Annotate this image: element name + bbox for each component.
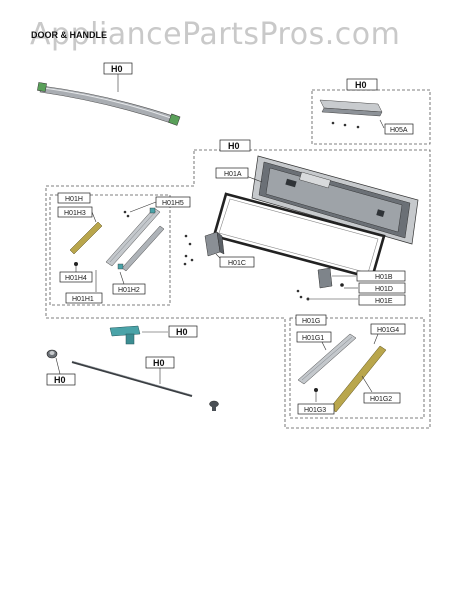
group-h01h xyxy=(49,194,171,306)
label-h0-clip[interactable]: H0 xyxy=(168,325,198,338)
screw-h01h4[interactable] xyxy=(74,262,78,266)
label-h0-rod-text: H0 xyxy=(153,358,165,368)
label-h01h1[interactable]: H01H1 xyxy=(65,292,103,304)
label-h01h3-text: H01H3 xyxy=(64,210,86,217)
tan-rail-h01h3[interactable] xyxy=(69,221,103,255)
label-h01c[interactable]: H01C xyxy=(219,256,255,268)
label-h01h4-text: H01H4 xyxy=(65,275,87,282)
label-h01g[interactable]: H01G xyxy=(295,314,327,326)
cap-part-h05a[interactable] xyxy=(319,99,383,129)
label-h0-main[interactable]: H0 xyxy=(219,139,251,152)
label-h01b[interactable]: H01B xyxy=(356,270,406,282)
rod-part[interactable] xyxy=(71,360,193,397)
label-h01g4[interactable]: H01G4 xyxy=(370,323,406,335)
label-h01h5[interactable]: H01H5 xyxy=(155,196,191,208)
fastener-part[interactable] xyxy=(209,400,219,411)
label-h0-handle[interactable]: H0 xyxy=(103,62,133,75)
label-h01h-text: H01H xyxy=(65,196,83,203)
label-h0-top-right-text: H0 xyxy=(355,80,367,90)
label-h01h3[interactable]: H01H3 xyxy=(57,206,93,218)
bracket-h01c[interactable] xyxy=(183,231,225,266)
label-h01h5-text: H01H5 xyxy=(162,200,184,207)
label-h01g1-text: H01G1 xyxy=(302,335,324,342)
label-h01d-text: H01D xyxy=(375,286,393,293)
screw-h01g3[interactable] xyxy=(314,388,318,392)
slide-rail-h01h2[interactable] xyxy=(105,207,165,272)
label-h05a-text: H05A xyxy=(390,127,408,134)
hinge-bracket-h01b[interactable] xyxy=(296,267,344,301)
label-h0-left[interactable]: H0 xyxy=(46,373,76,386)
label-h01e[interactable]: H01E xyxy=(358,294,406,306)
group-top-right xyxy=(311,89,431,145)
label-h0-rod[interactable]: H0 xyxy=(145,356,175,369)
section-title: DOOR & HANDLE xyxy=(31,30,107,40)
label-h01g2[interactable]: H01G2 xyxy=(363,392,401,404)
handle-part[interactable] xyxy=(37,82,181,126)
label-h01a-text: H01A xyxy=(224,171,242,178)
label-h01h2-text: H01H2 xyxy=(118,287,140,294)
label-h01d[interactable]: H01D xyxy=(358,282,406,294)
label-h01e-text: H01E xyxy=(375,298,393,305)
label-h01h1-text: H01H1 xyxy=(72,296,94,303)
label-h0-left-text: H0 xyxy=(54,375,66,385)
label-h01g3-text: H01G3 xyxy=(304,407,326,414)
label-h01c-text: H01C xyxy=(228,260,246,267)
label-h01g1[interactable]: H01G1 xyxy=(296,331,332,343)
label-h01g-text: H01G xyxy=(302,318,320,325)
knob-part[interactable] xyxy=(46,349,58,359)
label-h01h2[interactable]: H01H2 xyxy=(112,283,146,295)
group-h01g xyxy=(289,317,425,419)
label-h0-main-text: H0 xyxy=(228,141,240,151)
label-h01h4[interactable]: H01H4 xyxy=(59,271,93,283)
door-panel-h01a[interactable] xyxy=(251,155,419,245)
label-h0-handle-text: H0 xyxy=(111,64,123,74)
label-h05a[interactable]: H05A xyxy=(384,123,414,135)
label-h01b-text: H01B xyxy=(375,274,393,281)
watermark-text: AppliancePartsPros.com xyxy=(30,17,400,52)
label-h01g3[interactable]: H01G3 xyxy=(297,403,335,415)
slide-rail-h01g1[interactable] xyxy=(297,333,357,385)
label-h01h[interactable]: H01H xyxy=(57,192,91,204)
label-h01a[interactable]: H01A xyxy=(215,167,249,179)
label-h01g2-text: H01G2 xyxy=(370,396,392,403)
clip-part[interactable] xyxy=(109,325,141,345)
label-h01g4-text: H01G4 xyxy=(377,327,399,334)
label-h0-clip-text: H0 xyxy=(176,327,188,337)
label-h0-top-right[interactable]: H0 xyxy=(346,78,378,91)
